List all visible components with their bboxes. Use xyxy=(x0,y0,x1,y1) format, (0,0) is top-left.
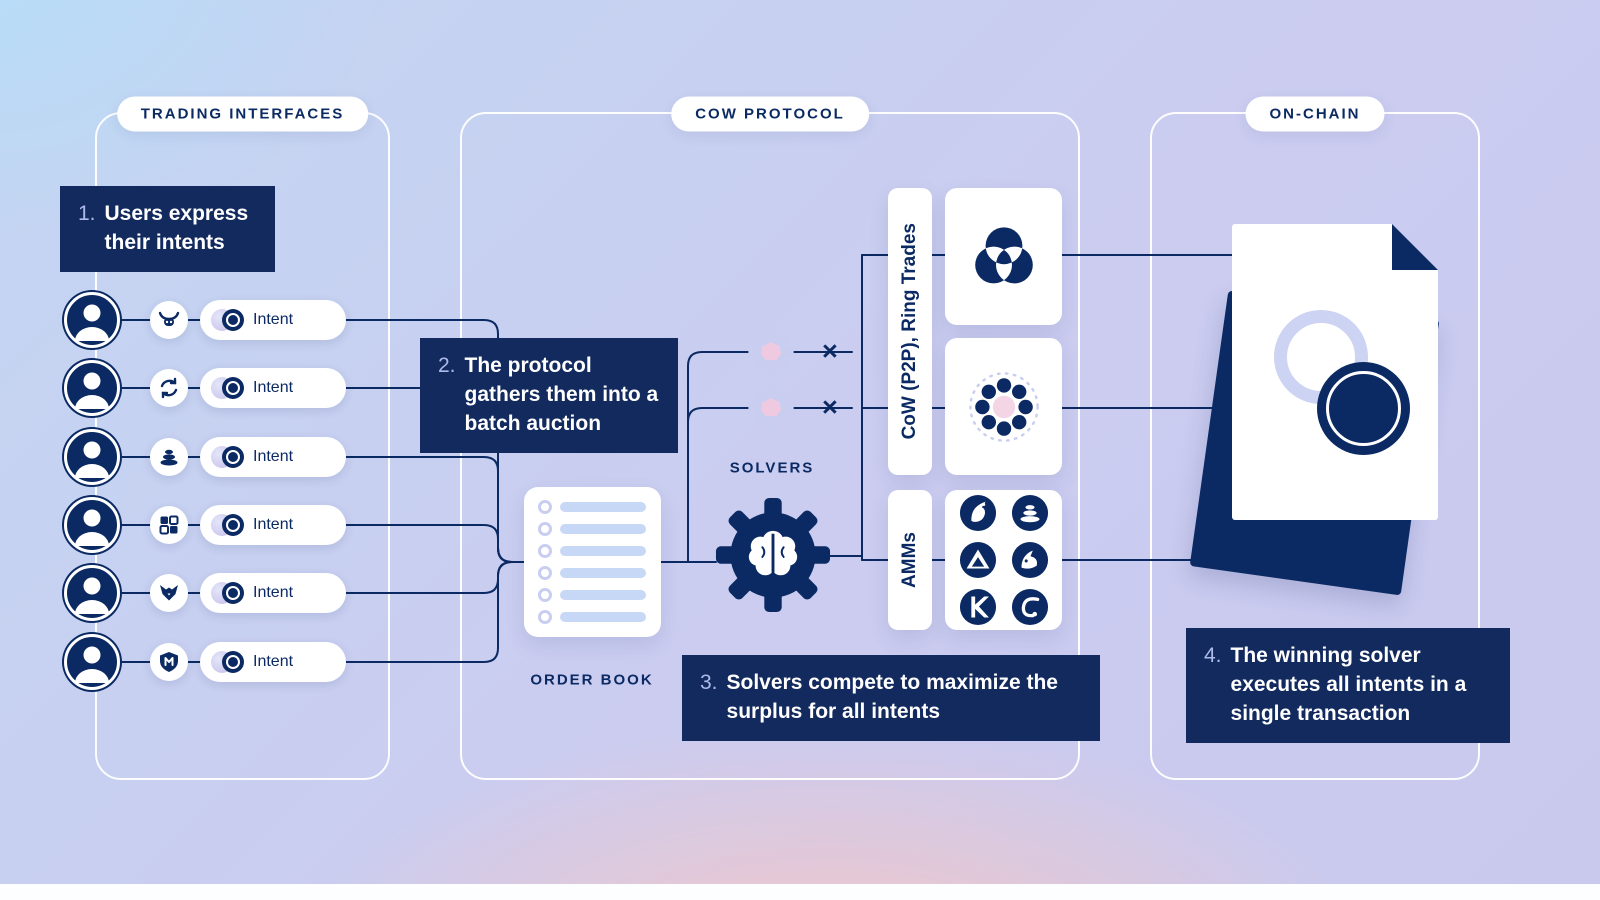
user-intent-row: Intent xyxy=(62,632,346,692)
user-avatar xyxy=(62,290,122,350)
ring-trade-dots-icon xyxy=(968,371,1039,442)
user-avatar xyxy=(62,358,122,418)
order-book-row xyxy=(538,610,661,624)
order-book-row xyxy=(538,500,661,514)
step-4-text: The winning solver executes all intents … xyxy=(1230,644,1467,725)
amms-label: AMMs xyxy=(899,532,920,588)
step-1-text: Users express their intents xyxy=(104,202,249,254)
step-3-text: Solvers compete to maximize the surplus … xyxy=(726,671,1058,723)
reject-x-icon: × xyxy=(822,392,838,422)
step-2-number: 2. xyxy=(438,354,456,377)
intent-pill: Intent xyxy=(200,368,346,408)
intent-radio-icon xyxy=(211,377,244,399)
user-intent-row: Intent xyxy=(62,358,346,418)
winning-solver-gear-brain-icon xyxy=(715,497,831,613)
shield-icon xyxy=(150,643,188,681)
amms-box xyxy=(945,490,1062,630)
user-intent-row: Intent xyxy=(62,427,346,487)
intent-pill: Intent xyxy=(200,300,346,340)
panel-label-trading-interfaces: TRADING INTERFACES xyxy=(116,96,369,132)
user-intent-row: Intent xyxy=(62,290,346,350)
intent-radio-icon xyxy=(211,582,244,604)
bancor-icon xyxy=(959,541,996,579)
callout-step-2: 2. The protocol gathers them into a batc… xyxy=(420,338,678,453)
intent-label: Intent xyxy=(253,311,294,328)
order-book-row xyxy=(538,544,661,558)
coincidence-of-wants-venn-icon xyxy=(974,226,1033,283)
swap-arrows-icon xyxy=(150,369,188,407)
intent-radio-icon xyxy=(211,514,244,536)
squares-icon xyxy=(150,506,188,544)
user-avatar xyxy=(62,563,122,623)
order-book-row xyxy=(538,522,661,536)
cowswap-icon xyxy=(150,301,188,339)
bottom-strip xyxy=(0,884,1600,900)
losing-solver-gear-icon xyxy=(748,329,794,375)
cow-p2p-box xyxy=(945,188,1062,325)
shapeshift-fox-icon xyxy=(150,574,188,612)
solvers-label: SOLVERS xyxy=(729,459,815,477)
curve-icon xyxy=(1011,588,1048,626)
step-1-number: 1. xyxy=(78,202,96,225)
balancer-icon xyxy=(150,438,188,476)
order-book-row xyxy=(538,588,661,602)
user-avatar xyxy=(62,427,122,487)
callout-step-1: 1. Users express their intents xyxy=(60,186,275,272)
intent-label: Intent xyxy=(253,516,294,533)
intent-pill: Intent xyxy=(200,573,346,613)
step-3-number: 3. xyxy=(700,671,718,694)
amms-label-box: AMMs xyxy=(888,490,932,630)
panel-label-cow-protocol: COW PROTOCOL xyxy=(671,96,869,132)
uniswap-icon xyxy=(959,494,996,532)
document-coin-icon xyxy=(1317,362,1410,455)
intent-label: Intent xyxy=(253,379,294,396)
reject-x-icon: × xyxy=(822,336,838,366)
intent-radio-icon xyxy=(211,309,244,331)
callout-step-4: 4. The winning solver executes all inten… xyxy=(1186,628,1510,743)
intent-label: Intent xyxy=(253,653,294,670)
step-4-number: 4. xyxy=(1204,644,1222,667)
intent-pill: Intent xyxy=(200,437,346,477)
oneinch-icon xyxy=(1011,541,1048,579)
panel-on-chain: ON-CHAIN xyxy=(1150,96,1480,780)
step-2-text: The protocol gathers them into a batch a… xyxy=(464,354,659,435)
intent-label: Intent xyxy=(253,448,294,465)
panel-label-on-chain: ON-CHAIN xyxy=(1245,96,1385,132)
intent-pill: Intent xyxy=(200,505,346,545)
callout-step-3: 3. Solvers compete to maximize the surpl… xyxy=(682,655,1100,741)
amm-logo-grid xyxy=(959,494,1049,626)
user-avatar xyxy=(62,495,122,555)
order-book-box xyxy=(524,487,661,637)
ring-trade-box xyxy=(945,338,1062,475)
order-book-row xyxy=(538,566,661,580)
losing-solver-gear-icon xyxy=(748,385,794,431)
user-intent-row: Intent xyxy=(62,495,346,555)
user-avatar xyxy=(62,632,122,692)
balancer-icon xyxy=(1011,494,1048,532)
order-book-label: ORDER BOOK xyxy=(530,671,654,689)
cow-ring-trades-label-box: CoW (P2P), Ring Trades xyxy=(888,188,932,475)
cow-ring-trades-label: CoW (P2P), Ring Trades xyxy=(899,223,920,440)
intent-radio-icon xyxy=(211,651,244,673)
intent-pill: Intent xyxy=(200,642,346,682)
intent-radio-icon xyxy=(211,446,244,468)
user-intent-row: Intent xyxy=(62,563,346,623)
kyber-icon xyxy=(959,588,996,626)
intent-label: Intent xyxy=(253,584,294,601)
